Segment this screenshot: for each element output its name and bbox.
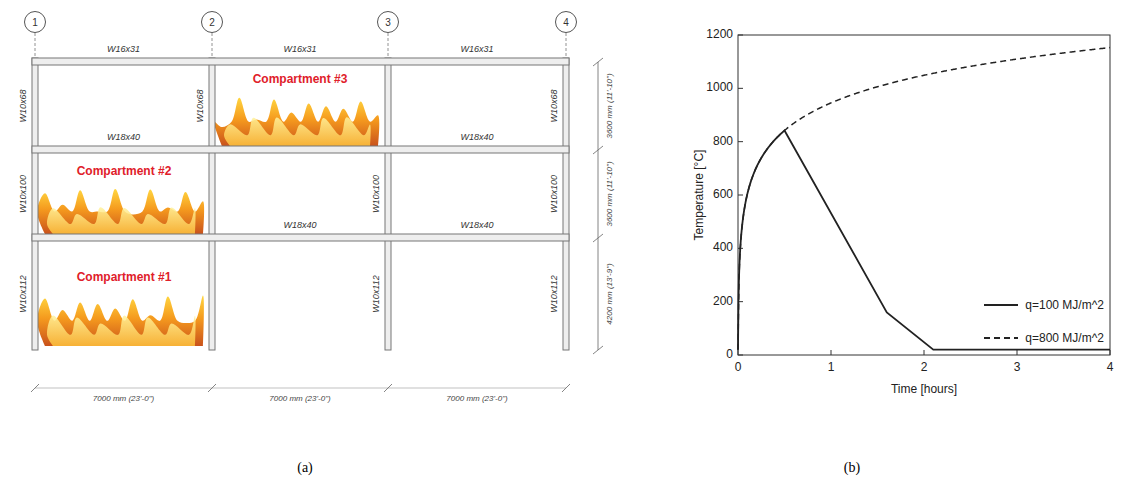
flame (47, 315, 196, 346)
tick-label: 0 (735, 361, 742, 374)
compartment-label: Compartment #2 (77, 165, 172, 178)
beam-label: W18x40 (459, 221, 494, 231)
column-label: W10x68 (196, 88, 206, 123)
column-label: W10x100 (372, 174, 382, 214)
axis-title: Temperature [°C] (693, 150, 706, 241)
beam-label: W18x40 (459, 133, 494, 143)
beam (32, 58, 569, 65)
beam (32, 146, 569, 153)
column-label: W10x100 (550, 174, 560, 214)
tick-mark (924, 350, 925, 355)
flame (224, 117, 371, 146)
column (385, 58, 391, 350)
column-label: W10x112 (19, 274, 29, 313)
fire-curve (738, 48, 1110, 350)
legend-text: q=100 MJ/m^2 (1025, 298, 1104, 312)
grid-number: 3 (385, 17, 391, 28)
flame (37, 296, 204, 346)
dimension-tick (562, 384, 570, 392)
flame (214, 98, 379, 146)
grid-bubble: 3 (377, 11, 399, 33)
dimension-label: 7000 mm (23'-0") (268, 395, 331, 404)
panel-caption: (b) (844, 460, 860, 475)
beam-label: W18x40 (282, 221, 317, 231)
beam-label: W18x40 (106, 133, 141, 143)
grid-bubble: 2 (201, 11, 223, 33)
grid-bubble: 1 (24, 11, 46, 33)
tick-mark (738, 195, 743, 196)
legend-sample (983, 333, 1019, 343)
flame (37, 189, 204, 234)
column (209, 58, 215, 350)
tick-label: 1000 (706, 82, 733, 95)
tick-label: 0 (726, 348, 733, 361)
dimension-line (35, 388, 566, 389)
legend-entry: q=800 MJ/m^2 (983, 331, 1104, 345)
grid-line (212, 33, 213, 58)
dimension-tick (384, 384, 392, 392)
tick-mark (738, 141, 743, 142)
tick-label: 800 (713, 135, 733, 148)
tick-mark (1017, 350, 1018, 355)
dimension-tick (593, 146, 603, 154)
column-label: W10x112 (372, 274, 382, 313)
column-label: W10x100 (19, 174, 29, 214)
dimension-tick (31, 384, 39, 392)
tick-label: 200 (713, 295, 733, 308)
grid-bubble: 4 (555, 11, 577, 33)
beam-label: W16x31 (459, 45, 494, 55)
beam-label: W16x31 (106, 45, 141, 55)
beam-label: W16x31 (282, 45, 317, 55)
column-label: W10x68 (19, 88, 29, 123)
tick-mark (738, 88, 743, 89)
tick-label: 400 (713, 242, 733, 255)
tick-label: 2 (921, 361, 928, 374)
dimension-line (598, 62, 599, 350)
tick-label: 1 (828, 361, 835, 374)
tick-mark (1110, 350, 1111, 355)
legend-text: q=800 MJ/m^2 (1025, 331, 1104, 345)
flame (47, 207, 196, 234)
grid-number: 4 (563, 17, 569, 28)
grid-line (388, 33, 389, 58)
beam (32, 234, 569, 241)
dimension-label: 3600 mm (11'-10") (606, 72, 615, 139)
fire-curve (738, 131, 1110, 350)
dimension-tick (593, 58, 603, 66)
tick-mark (738, 355, 743, 356)
tick-mark (831, 350, 832, 355)
grid-line (566, 33, 567, 58)
dimension-tick (208, 384, 216, 392)
dimension-tick (593, 234, 603, 242)
grid-line (35, 33, 36, 58)
legend-sample (983, 300, 1019, 310)
column-label: W10x112 (550, 274, 560, 313)
compartment-label: Compartment #1 (77, 271, 172, 284)
dimension-label: 3600 mm (11'-10") (606, 160, 615, 227)
grid-number: 2 (209, 17, 215, 28)
plot-frame (738, 35, 1110, 355)
grid-number: 1 (32, 17, 38, 28)
tick-label: 3 (1014, 361, 1021, 374)
panel-caption: (a) (297, 460, 313, 475)
tick-label: 1200 (706, 28, 733, 41)
dimension-tick (593, 346, 603, 354)
tick-mark (738, 350, 739, 355)
dimension-label: 7000 mm (23'-0") (92, 395, 155, 404)
legend-entry: q=100 MJ/m^2 (983, 298, 1104, 312)
column (563, 58, 569, 350)
tick-mark (738, 35, 743, 36)
column (32, 58, 38, 350)
dimension-label: 7000 mm (23'-0") (445, 395, 508, 404)
dimension-label: 4200 mm (13'-9") (606, 262, 615, 325)
tick-label: 4 (1107, 361, 1114, 374)
compartment-label: Compartment #3 (253, 73, 348, 86)
column-label: W10x68 (550, 88, 560, 123)
tick-label: 600 (713, 188, 733, 201)
axis-title: Time [hours] (891, 383, 957, 396)
